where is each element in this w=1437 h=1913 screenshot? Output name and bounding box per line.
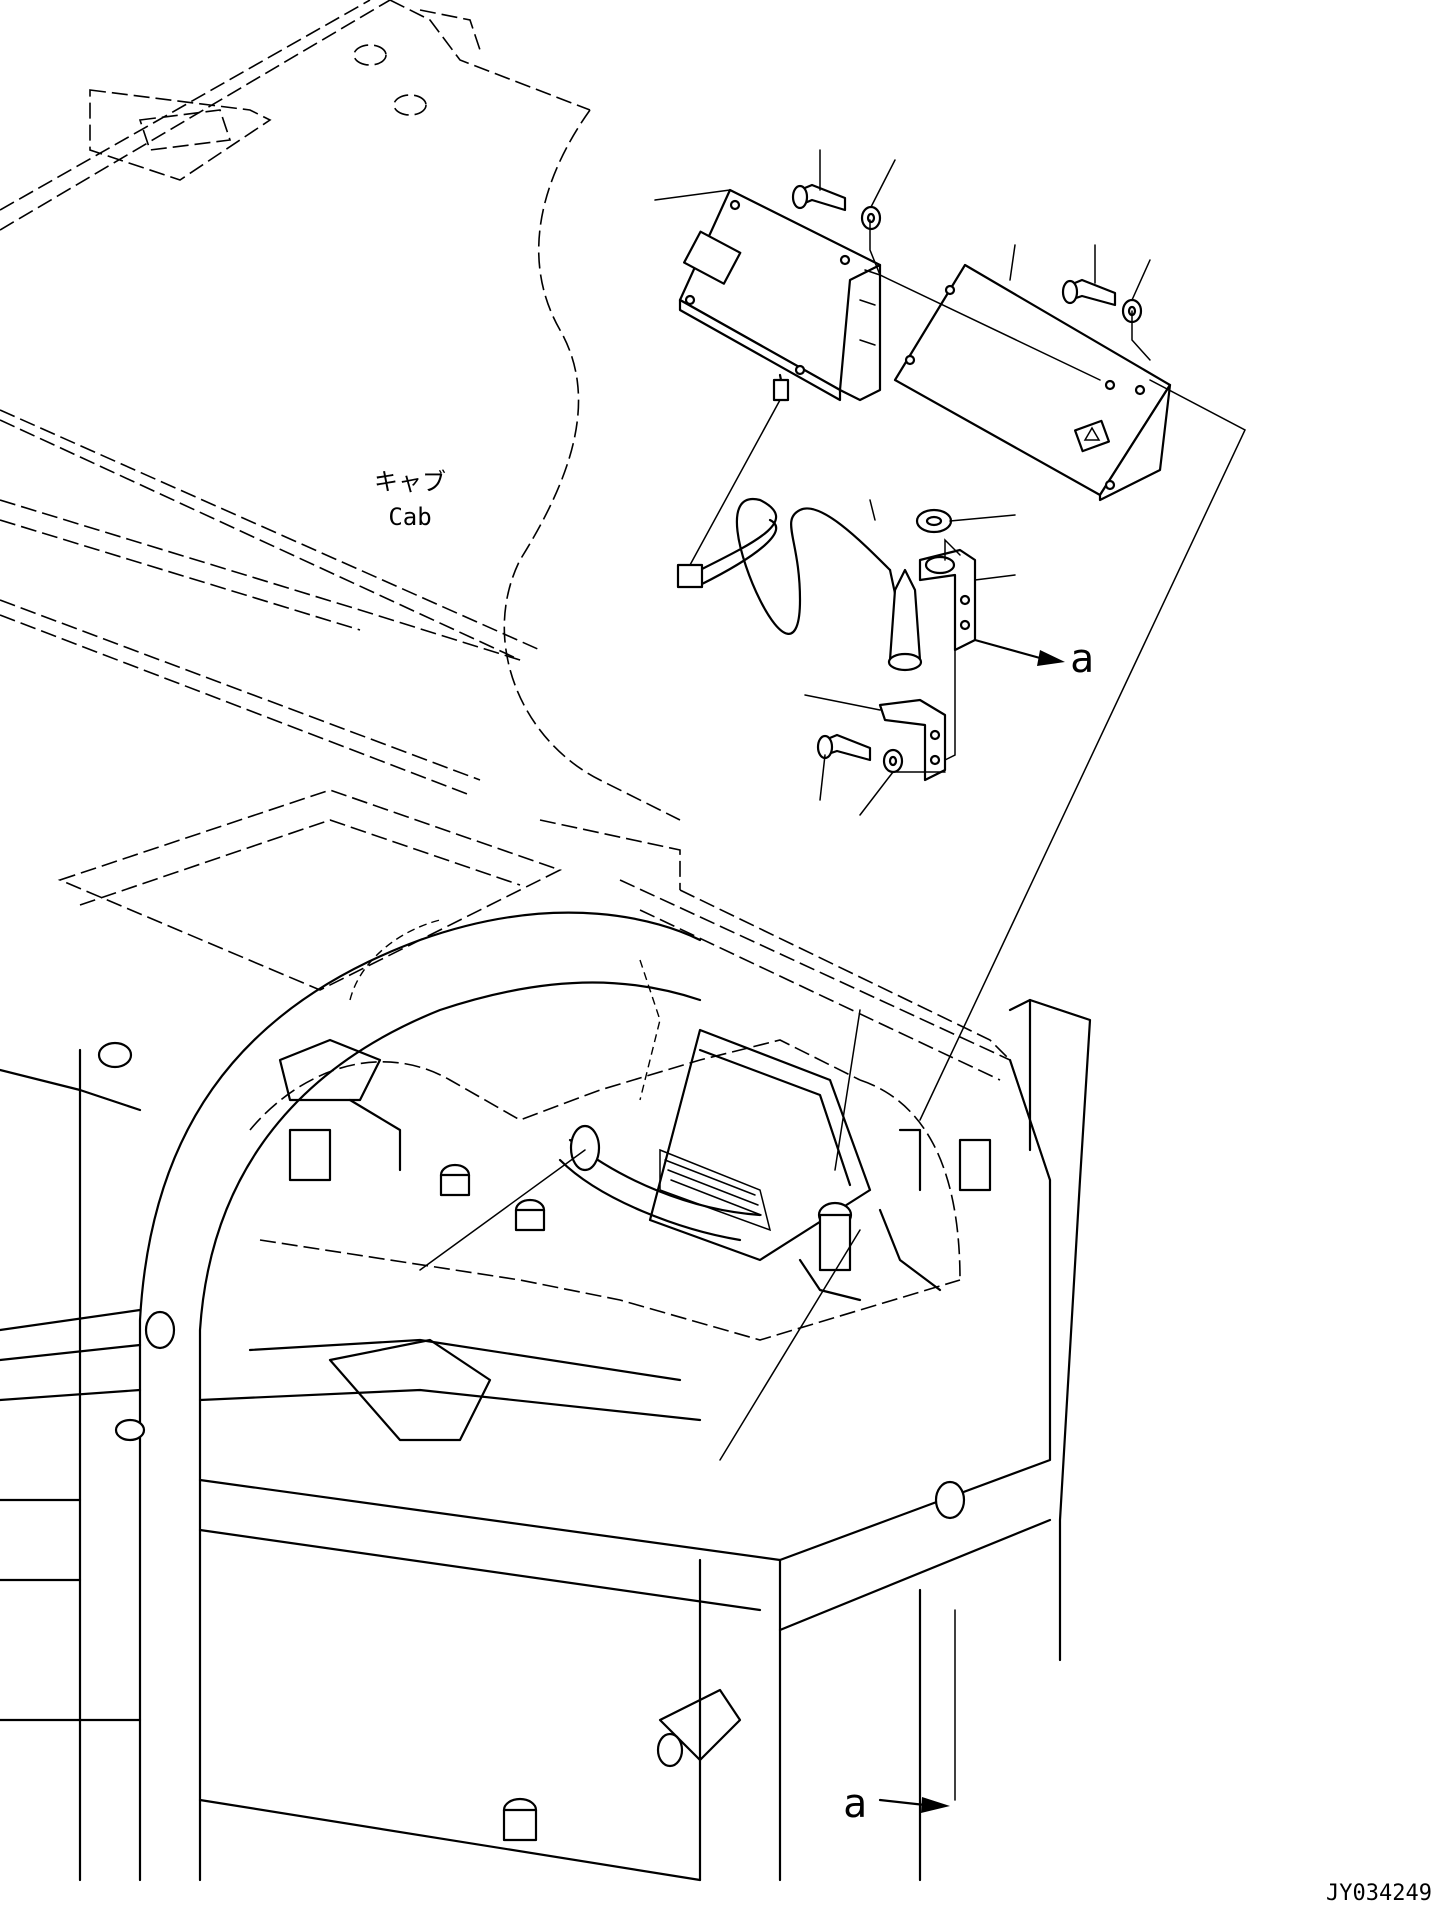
controller-unit <box>678 188 882 402</box>
assembly-lines <box>689 219 1246 1171</box>
cab-label-japanese: キャブ <box>374 468 446 496</box>
cab-label-english: Cab <box>388 503 431 531</box>
cab-pillars <box>0 911 1092 1882</box>
callout-leaders <box>419 149 1151 1461</box>
view-ref-label-upper: a <box>1070 636 1094 682</box>
interior-components <box>97 919 992 1842</box>
cab-frame <box>57 789 1011 1081</box>
cab-outline <box>0 0 681 821</box>
brackets <box>878 548 977 782</box>
drawing-number: JY034249 <box>1326 1881 1432 1906</box>
antenna-cable <box>676 497 923 672</box>
bolts-washers <box>791 183 1143 774</box>
section-arrows <box>878 638 1065 1813</box>
cover-plate <box>893 263 1172 502</box>
view-ref-label-lower: a <box>843 1781 867 1827</box>
